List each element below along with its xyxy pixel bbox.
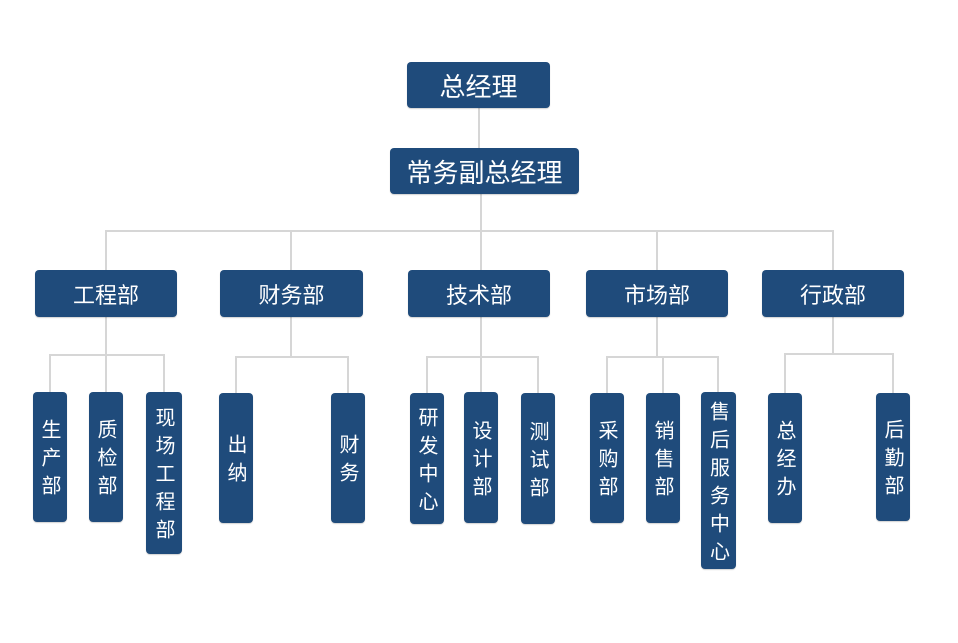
- dept-administration-box: 行政部: [762, 270, 904, 317]
- sub-sales-box: 销售部: [646, 393, 680, 523]
- dept-technology-box: 技术部: [408, 270, 550, 317]
- sub-procurement-box: 采购部: [590, 393, 624, 523]
- sub-accounting-label: 财务: [336, 434, 360, 490]
- sub-production-box: 生产部: [33, 392, 67, 522]
- sub-cashier-label: 出纳: [224, 434, 248, 490]
- sub-rd-center-box: 研发中心: [410, 393, 444, 524]
- sub-logistics-box: 后勤部: [876, 393, 910, 521]
- dept-engineering-box: 工程部: [35, 270, 177, 317]
- sub-rd-center-label: 研发中心: [415, 406, 439, 519]
- dept-administration-label: 行政部: [799, 283, 866, 309]
- sub-quality-inspection-label: 质检部: [94, 419, 118, 503]
- sub-site-engineering-box: 现场工程部: [146, 392, 182, 554]
- dept-finance-box: 财务部: [220, 270, 363, 317]
- sub-design-box: 设计部: [464, 392, 498, 523]
- dept-marketing-label: 市场部: [623, 283, 690, 309]
- deputy-general-manager-label: 常务副总经理: [406, 158, 563, 189]
- sub-site-engineering-label: 现场工程部: [152, 407, 176, 547]
- sub-after-sales-center-box: 售后服务中心: [701, 392, 736, 569]
- dept-marketing-box: 市场部: [586, 270, 728, 317]
- dept-technology-label: 技术部: [445, 283, 512, 309]
- sub-testing-label: 测试部: [526, 420, 550, 505]
- sub-general-office-label: 总经办: [773, 420, 797, 504]
- sub-quality-inspection-box: 质检部: [89, 392, 123, 522]
- dept-finance-label: 财务部: [258, 283, 325, 309]
- general-manager-label: 总经理: [439, 72, 518, 103]
- sub-general-office-box: 总经办: [768, 393, 802, 523]
- sub-sales-label: 销售部: [651, 420, 675, 504]
- sub-logistics-label: 后勤部: [881, 419, 905, 503]
- sub-design-label: 设计部: [469, 419, 493, 504]
- sub-after-sales-center-label: 售后服务中心: [706, 400, 731, 569]
- sub-production-label: 生产部: [38, 419, 62, 503]
- sub-procurement-label: 采购部: [595, 420, 619, 504]
- sub-accounting-box: 财务: [331, 393, 365, 523]
- deputy-general-manager-box: 常务副总经理: [390, 148, 579, 194]
- general-manager-box: 总经理: [407, 62, 550, 108]
- dept-engineering-label: 工程部: [72, 283, 139, 309]
- sub-testing-box: 测试部: [521, 393, 555, 524]
- sub-cashier-box: 出纳: [219, 393, 253, 523]
